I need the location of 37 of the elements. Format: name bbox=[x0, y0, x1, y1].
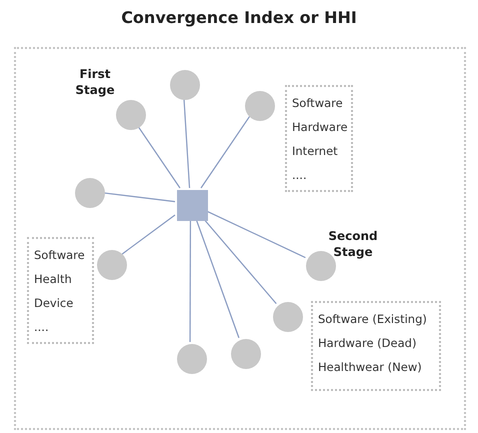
list-item: Device bbox=[34, 295, 74, 312]
list-item: Health bbox=[34, 271, 73, 288]
list-item: .... bbox=[292, 167, 308, 184]
list-box bbox=[285, 85, 353, 192]
stage-label: Second Stage bbox=[327, 228, 379, 260]
list-item: Hardware (Dead) bbox=[318, 335, 418, 352]
list-item: Software bbox=[34, 247, 86, 264]
connector-line bbox=[196, 218, 240, 338]
list-item: .... bbox=[34, 319, 50, 336]
circle-node bbox=[75, 178, 105, 208]
circle-node bbox=[170, 70, 200, 100]
dotted-frame bbox=[14, 47, 466, 430]
circle-node bbox=[306, 251, 336, 281]
list-item: Software (Existing) bbox=[318, 311, 428, 328]
list-item: Software bbox=[292, 95, 344, 112]
list-box bbox=[27, 237, 94, 344]
circle-node bbox=[273, 302, 303, 332]
connector-line bbox=[102, 192, 176, 202]
circle-node bbox=[231, 339, 261, 369]
connector-line bbox=[203, 218, 277, 304]
list-box bbox=[311, 301, 441, 391]
connector-line bbox=[200, 116, 250, 188]
circle-node bbox=[116, 100, 146, 130]
stage-label: First Stage bbox=[74, 66, 116, 98]
connector-line bbox=[183, 98, 190, 188]
list-item: Hardware bbox=[292, 119, 349, 136]
circle-node bbox=[245, 91, 275, 121]
connector-line bbox=[136, 125, 180, 188]
connector-line bbox=[206, 210, 306, 258]
list-item: Internet bbox=[292, 143, 339, 160]
circle-node bbox=[97, 250, 127, 280]
connector-line bbox=[122, 214, 176, 255]
diagram-title: Convergence Index or HHI bbox=[120, 8, 358, 27]
list-item: Healthwear (New) bbox=[318, 359, 423, 376]
circle-node bbox=[177, 344, 207, 374]
connector-line bbox=[189, 219, 192, 342]
hub-square bbox=[177, 190, 208, 221]
